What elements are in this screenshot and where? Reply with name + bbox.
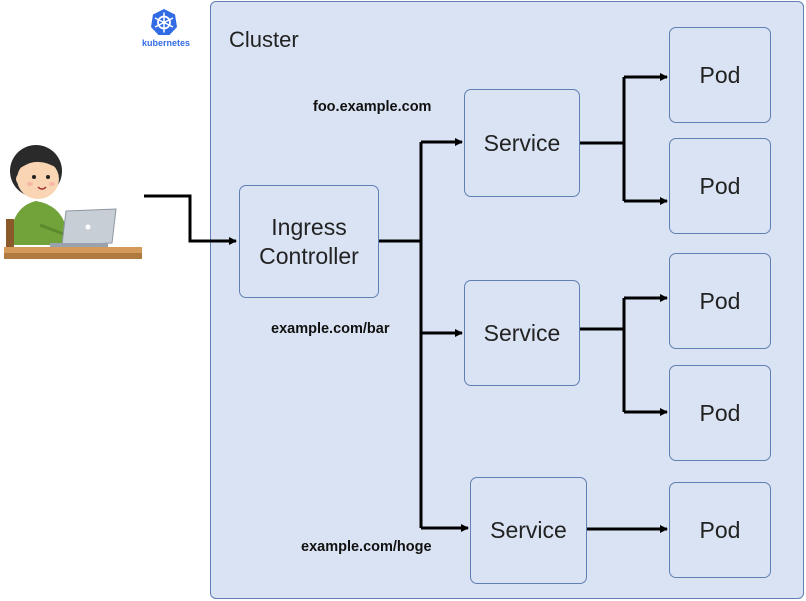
service-box-1: Service (464, 89, 580, 197)
route-host-3: example.com/hoge (301, 539, 432, 555)
pod-box-3: Pod (669, 253, 771, 349)
route-host-1: foo.example.com (313, 99, 432, 115)
service-box-2: Service (464, 280, 580, 386)
person-with-laptop-icon (4, 145, 142, 259)
user-to-ingress-arrow (144, 194, 237, 245)
ingress-controller-box: Ingress Controller (239, 185, 379, 298)
route-host-2: example.com/bar (271, 321, 390, 337)
kubernetes-logo-text: kubernetes (142, 38, 191, 48)
pod-box-5: Pod (669, 482, 771, 578)
pod-box-4: Pod (669, 365, 771, 461)
pod-box-2: Pod (669, 138, 771, 234)
kubernetes-logo-icon (151, 9, 177, 35)
cluster-title: Cluster (229, 27, 299, 52)
ingress-controller-label-line1: Ingress (271, 214, 347, 241)
pod-box-1: Pod (669, 27, 771, 123)
ingress-controller-label-line2: Controller (259, 242, 359, 269)
service-box-3: Service (470, 477, 587, 584)
